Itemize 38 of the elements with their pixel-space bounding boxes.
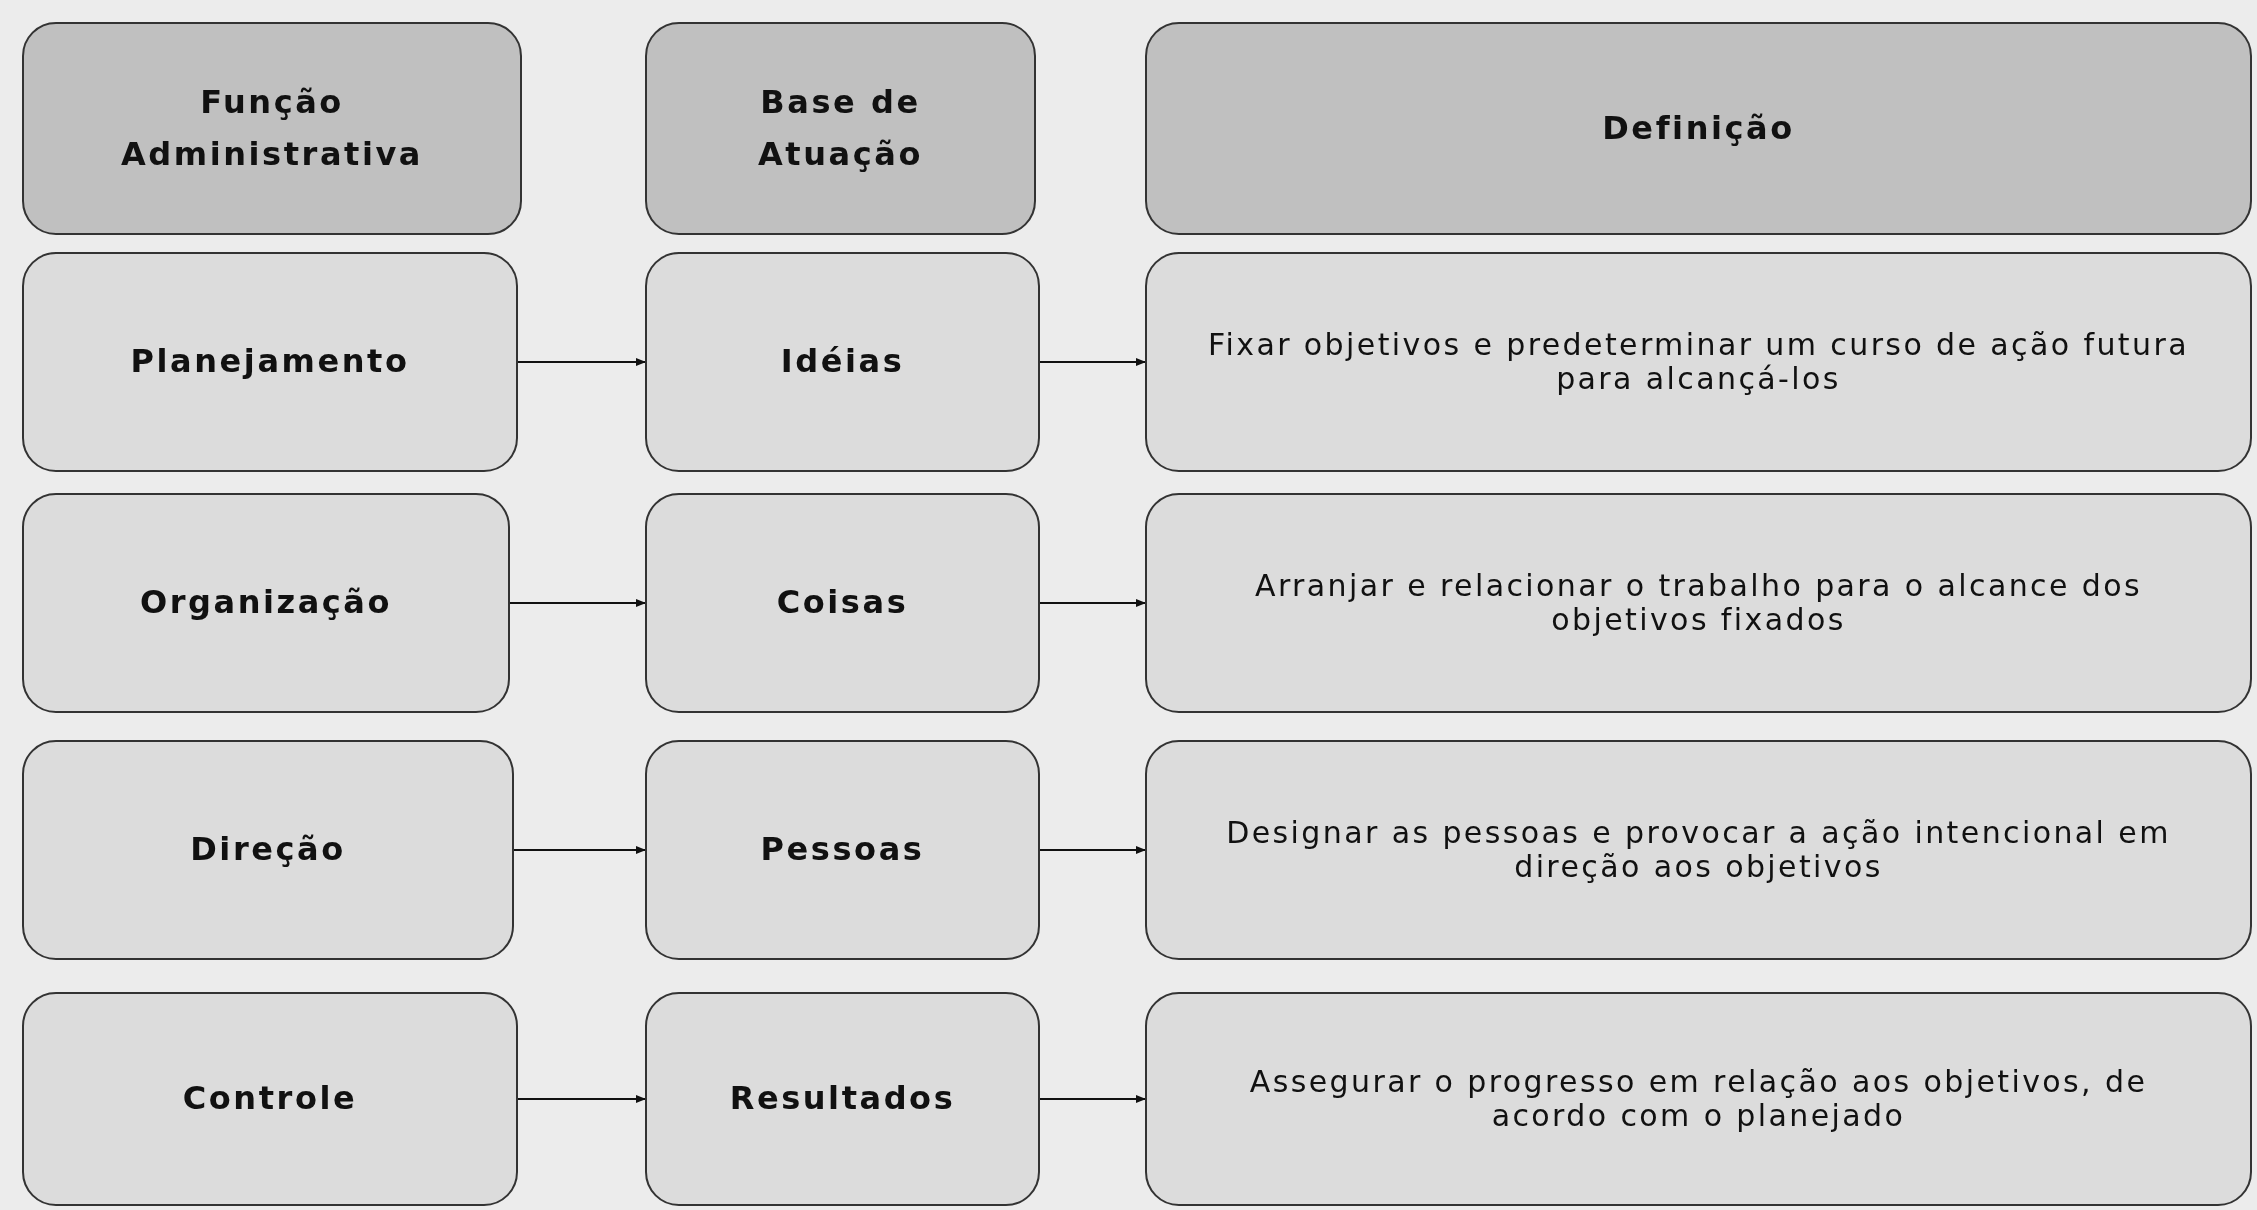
label-text: Coisas	[776, 582, 909, 624]
label-text: Organização	[139, 582, 393, 624]
label-text: Resultados	[729, 1078, 956, 1120]
arrow	[517, 358, 646, 366]
definition-text: Fixar objetivos e predeterminar um curso de ação futura para alcançá-los	[1207, 327, 2190, 397]
label-text: Planejamento	[130, 341, 410, 383]
arrow	[1039, 1095, 1146, 1103]
label-text: Controle	[182, 1078, 358, 1120]
process-box	[645, 493, 1040, 713]
definition-box	[1145, 252, 2252, 472]
process-box	[645, 992, 1040, 1206]
arrow	[509, 599, 646, 607]
definition-box	[1145, 740, 2252, 960]
process-box	[22, 992, 518, 1206]
definition-text: Designar as pessoas e provocar a ação intencional em direção aos objetivos	[1225, 815, 2172, 885]
arrow	[1039, 599, 1146, 607]
process-box	[22, 740, 514, 960]
header-box	[645, 22, 1036, 235]
header-box	[1145, 22, 2252, 235]
arrow	[513, 846, 646, 854]
arrow	[1039, 358, 1146, 366]
label-text: Definição	[1602, 107, 1795, 149]
process-box	[22, 252, 518, 472]
process-box	[22, 493, 510, 713]
label-text: Função Administrativa	[120, 82, 424, 175]
label-text: Direção	[190, 829, 346, 871]
label-text: Base de Atuação	[757, 82, 924, 175]
process-box	[645, 740, 1040, 960]
label-text: Idéias	[780, 341, 905, 383]
label-text: Pessoas	[760, 829, 925, 871]
process-box	[645, 252, 1040, 472]
arrow	[517, 1095, 646, 1103]
definition-box	[1145, 992, 2252, 1206]
definition-text: Arranjar e relacionar o trabalho para o alcance dos objetivos fixados	[1253, 568, 2144, 638]
arrow	[1039, 846, 1146, 854]
definition-text: Assegurar o progresso em relação aos objetivos, de acordo com o planejado	[1248, 1064, 2149, 1134]
header-box	[22, 22, 522, 235]
definition-box	[1145, 493, 2252, 713]
